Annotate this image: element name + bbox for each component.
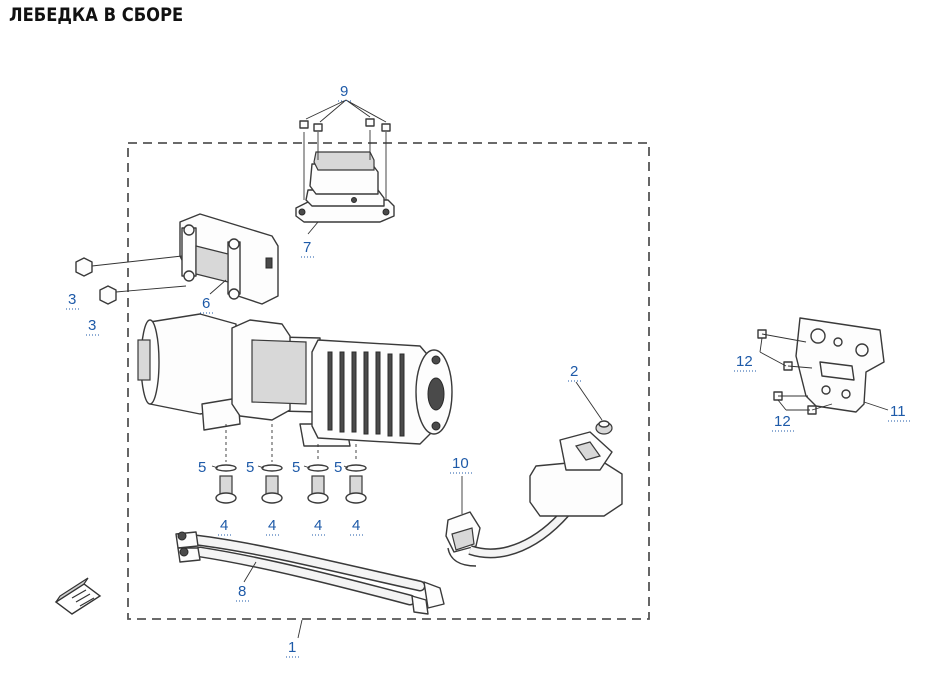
plate-bolts[interactable] [757,329,833,415]
callout-4-b[interactable]: 4 [268,517,276,534]
callout-5-b[interactable]: 5 [246,459,254,476]
callout-6[interactable]: 6 [202,295,210,312]
rubber-cap[interactable] [595,420,613,435]
fairlead-bolts[interactable] [75,255,187,305]
control-box[interactable] [295,151,395,223]
page-title: ЛЕБЕДКА В СБОРЕ [9,4,184,26]
callout-12-lower[interactable]: 12 [774,413,791,430]
callout-4-d[interactable]: 4 [352,517,360,534]
assembly-boundary [127,142,650,620]
winch-motor[interactable] [137,313,241,431]
callout-1[interactable]: 1 [288,639,296,656]
callout-11[interactable]: 11 [890,403,906,420]
callout-10[interactable]: 10 [452,455,469,472]
roller-fairlead[interactable] [179,213,279,305]
callout-2[interactable]: 2 [570,363,578,380]
control-box-bolts[interactable] [299,99,391,200]
callout-5-a[interactable]: 5 [198,459,206,476]
callout-5-d[interactable]: 5 [334,459,342,476]
mounting-washers[interactable] [215,464,367,472]
callout-4-a[interactable]: 4 [220,517,228,534]
callout-3-upper[interactable]: 3 [68,291,76,308]
callout-7[interactable]: 7 [303,239,311,256]
callout-3-lower[interactable]: 3 [88,317,96,334]
callout-4-c[interactable]: 4 [314,517,322,534]
mounting-bolts[interactable] [215,475,367,504]
winch-gearbox[interactable] [311,339,453,445]
callout-9[interactable]: 9 [340,83,348,100]
remote-control-box[interactable] [529,431,623,517]
callout-12-upper[interactable]: 12 [736,353,753,370]
callout-5-c[interactable]: 5 [292,459,300,476]
mounting-plate[interactable] [795,317,885,413]
callout-8[interactable]: 8 [238,583,246,600]
front-direction-arrow-icon [54,577,102,615]
power-cables[interactable] [175,531,445,615]
